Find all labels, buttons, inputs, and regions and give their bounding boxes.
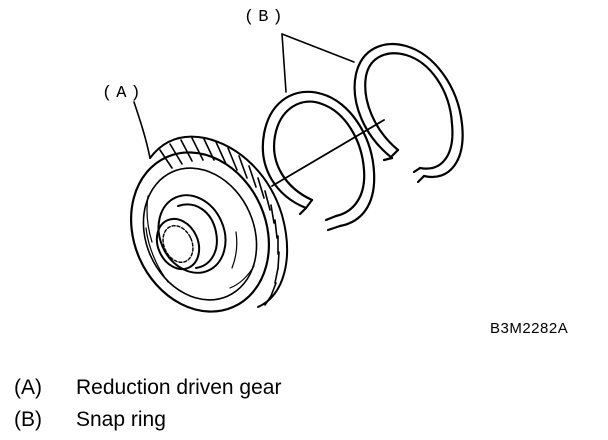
parts-legend: (A) Reduction driven gear (B) Snap ring — [14, 372, 281, 436]
gear-front-face — [129, 151, 271, 313]
leader-line-a — [133, 101, 151, 159]
reduction-driven-gear — [129, 135, 289, 313]
gear-bore-splines — [162, 225, 194, 263]
legend-item: (A) Reduction driven gear — [14, 372, 281, 404]
gear-hub-boss — [177, 203, 218, 269]
legend-key: (B) — [14, 408, 42, 431]
leader-line-b-front — [281, 33, 287, 93]
legend-key: (A) — [14, 376, 42, 399]
gear-rim-back-edge — [149, 135, 289, 308]
legend-label: Reduction driven gear — [76, 376, 282, 399]
snap-ring-front — [261, 90, 376, 232]
gear-inner-ring — [142, 167, 258, 301]
gear-bore-outer — [155, 217, 201, 271]
snap-ring-back — [353, 43, 464, 184]
gear-hub-flange — [157, 194, 227, 274]
callout-label-a: (A) — [102, 84, 145, 103]
figure-code: B3M2282A — [490, 320, 569, 337]
legend-label: Snap ring — [76, 408, 166, 431]
gear-face-shading — [145, 195, 255, 289]
legend-item: (B) Snap ring — [14, 404, 281, 436]
assembly-axis-line — [271, 119, 385, 187]
callout-label-b: (B) — [244, 8, 287, 27]
gear-teeth — [159, 137, 280, 306]
leader-line-b-back — [281, 33, 355, 63]
